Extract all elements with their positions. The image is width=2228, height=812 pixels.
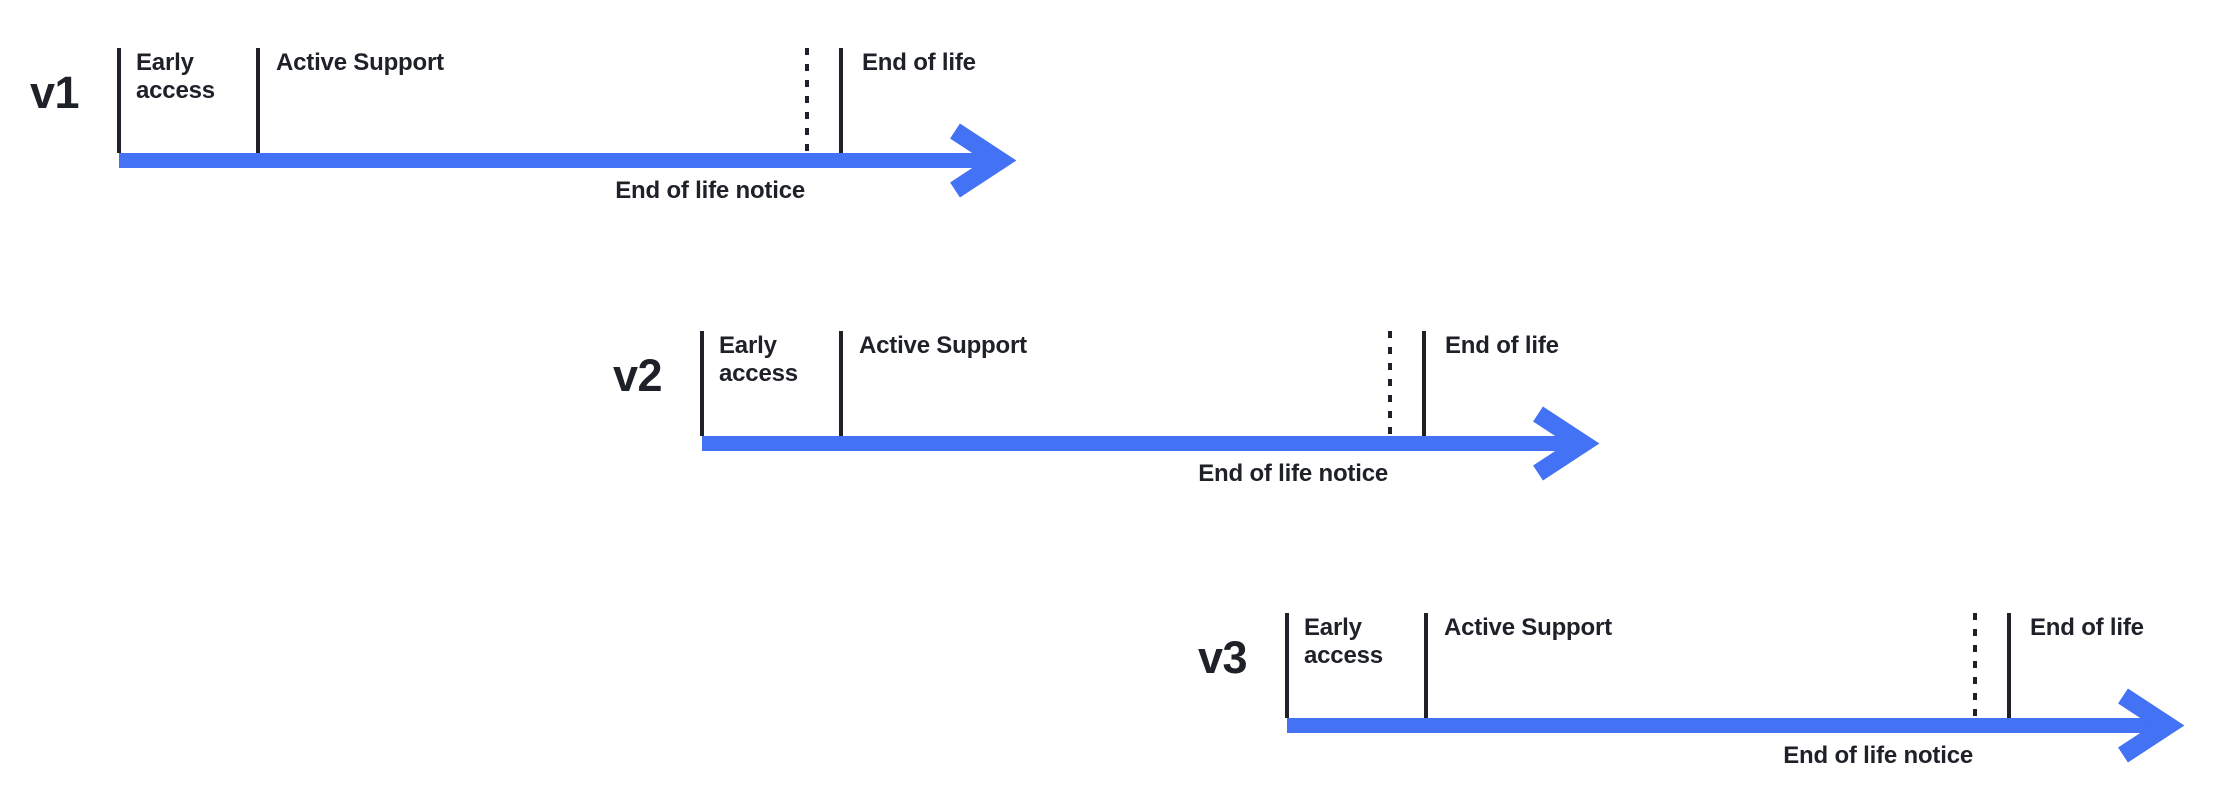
- end-of-life-notice-label: End of life notice: [1783, 742, 1973, 769]
- early-access-start-tick: [700, 331, 704, 436]
- end-of-life-label: End of life: [1445, 332, 1559, 359]
- early-access-label: Early access: [1304, 614, 1383, 669]
- active-support-start-tick: [256, 48, 260, 153]
- timeline-row-v1: v1 Early access Active Support End of li…: [30, 48, 1039, 258]
- end-of-life-notice-label: End of life notice: [615, 177, 805, 204]
- end-of-life-tick: [839, 48, 843, 153]
- arrow-shaft: [702, 436, 1569, 451]
- end-of-life-tick: [1422, 331, 1426, 436]
- active-support-label: Active Support: [276, 49, 444, 76]
- early-access-label: Early access: [719, 332, 798, 387]
- arrow-head-icon: [2118, 688, 2185, 763]
- active-support-label: Active Support: [859, 332, 1027, 359]
- active-support-start-tick: [839, 331, 843, 436]
- timeline-arrow: [119, 123, 1017, 198]
- arrow-shaft: [119, 153, 986, 168]
- early-access-label: Early access: [136, 49, 215, 104]
- arrow-head-icon: [1533, 406, 1600, 481]
- early-access-start-tick: [1285, 613, 1289, 718]
- end-of-life-label: End of life: [2030, 614, 2144, 641]
- active-support-start-tick: [1424, 613, 1428, 718]
- end-of-life-notice-dashed-tick: [805, 48, 809, 153]
- end-of-life-label: End of life: [862, 49, 976, 76]
- timeline-arrow: [1287, 688, 2185, 763]
- timeline-row-v2: v2 Early access Active Support End of li…: [613, 331, 1622, 541]
- active-support-label: Active Support: [1444, 614, 1612, 641]
- arrow-head-icon: [950, 123, 1017, 198]
- early-access-start-tick: [117, 48, 121, 153]
- version-label: v2: [612, 350, 663, 401]
- end-of-life-notice-dashed-tick: [1388, 331, 1392, 436]
- end-of-life-notice-label: End of life notice: [1198, 460, 1388, 487]
- timeline-row-v3: v3 Early access Active Support End of li…: [1198, 613, 2207, 812]
- end-of-life-tick: [2007, 613, 2011, 718]
- arrow-shaft: [1287, 718, 2154, 733]
- version-label: v1: [29, 67, 80, 118]
- end-of-life-notice-dashed-tick: [1973, 613, 1977, 718]
- version-label: v3: [1197, 632, 1248, 683]
- timeline-arrow: [702, 406, 1600, 481]
